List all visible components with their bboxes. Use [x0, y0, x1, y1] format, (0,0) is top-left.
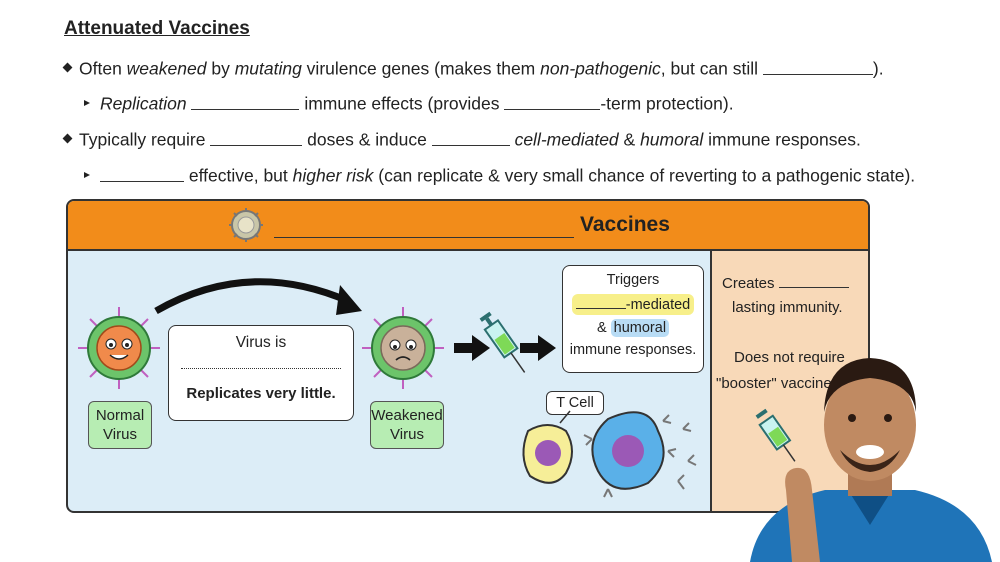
cell-mediated-highlight: -mediated [572, 294, 694, 315]
fill-blank [575, 294, 626, 309]
t-cell-label: T Cell [546, 391, 604, 415]
fill-blank [778, 273, 849, 288]
virus-is-blank [181, 366, 341, 369]
bullet-line-2: Typically require doses & induce cell-me… [62, 127, 861, 151]
vaccine-diagram-panel: Vaccines Normal Virus Virus is Replicate… [66, 199, 870, 513]
replicates-text: Replicates very little. [186, 385, 336, 402]
virus-is-text: Virus is [235, 334, 287, 351]
immune-responses-text: immune responses. [569, 342, 697, 358]
sub-line-1: Replication immune effects (provides -te… [84, 91, 734, 115]
fill-blank [191, 91, 300, 110]
fill-blank [210, 127, 303, 146]
fill-blank [100, 163, 184, 182]
triggers-box: Triggers -mediated & humoral immune resp… [562, 265, 704, 373]
diamond-bullet-icon [62, 62, 73, 73]
lasting-immunity-text: lasting immunity. [732, 299, 843, 316]
bullet-line-1: Often weakened by mutating virulence gen… [62, 56, 884, 80]
humoral-line: & humoral [563, 319, 703, 337]
right-arrow-icon [520, 335, 556, 361]
immune-cells-icon [522, 410, 697, 498]
syringe-icon [479, 311, 526, 373]
fill-blank [762, 56, 873, 75]
triggers-text: Triggers [606, 272, 660, 288]
normal-virus-label: Normal Virus [88, 401, 152, 449]
panel-header: Vaccines [68, 201, 868, 251]
fill-blank [504, 91, 601, 110]
fill-blank [431, 127, 510, 146]
no-booster-text: Does not require [734, 349, 845, 366]
triangle-bullet-icon [84, 99, 90, 106]
weakened-virus-icon [362, 307, 444, 389]
triangle-bullet-icon [84, 171, 90, 178]
sub-line-2: effective, but higher risk (can replicat… [84, 163, 915, 187]
header-blank [274, 237, 574, 238]
virus-icon [229, 208, 263, 242]
virus-is-box: Virus is Replicates very little. [168, 325, 354, 421]
weakened-virus-label: Weakened Virus [370, 401, 444, 449]
page-title: Attenuated Vaccines [64, 18, 250, 39]
right-arrow-icon [454, 335, 490, 361]
presenter-video [750, 358, 992, 562]
normal-virus-icon [78, 307, 160, 389]
booster-text: "booster" vaccines. [716, 375, 844, 392]
curved-arrow-icon [154, 278, 362, 315]
humoral-highlight: humoral [610, 319, 670, 337]
creates-line: Creates [722, 273, 849, 292]
panel-header-title: Vaccines [580, 213, 670, 236]
diamond-bullet-icon [62, 133, 73, 144]
